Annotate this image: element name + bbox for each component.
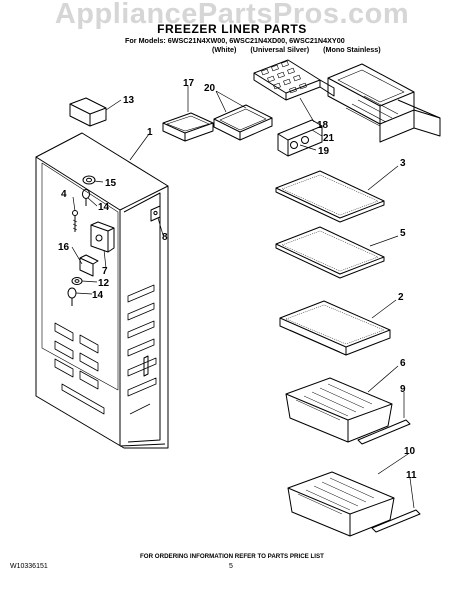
variant-mono-stainless: (Mono Stainless)	[323, 45, 381, 54]
callout-9: 9	[400, 384, 406, 395]
callout-12: 12	[98, 278, 110, 289]
callout-4: 4	[61, 189, 67, 200]
part-21-ice-bin	[277, 119, 323, 157]
part-16-control	[79, 254, 99, 277]
part-8-clip	[150, 205, 161, 222]
part-10-drawer	[287, 471, 395, 537]
callout-6: 6	[400, 358, 406, 369]
callout-16: 16	[58, 242, 70, 253]
ice-maker-assembly	[327, 63, 441, 143]
part-1-freezer-liner	[35, 132, 169, 449]
callout-1: 1	[147, 127, 153, 138]
part-5-glass-shelf	[275, 226, 385, 279]
footer-note: FOR ORDERING INFORMATION REFER TO PARTS …	[140, 553, 324, 560]
callout-21: 21	[323, 133, 335, 144]
callout-5: 5	[400, 228, 406, 239]
page-title: FREEZER LINER PARTS	[157, 22, 307, 36]
watermark: AppliancePartsPros.com	[54, 0, 410, 30]
part-14-bulb-lower	[67, 287, 77, 306]
callout-20: 20	[204, 83, 216, 94]
part-15-socket	[82, 175, 96, 185]
part-7-control-housing	[90, 221, 115, 253]
variants-line: (White) (Universal Silver) (Mono Stainle…	[212, 45, 393, 54]
callout-18: 18	[317, 120, 329, 131]
callout-17: 17	[183, 78, 195, 89]
part-4-screw	[72, 210, 78, 232]
callout-2: 2	[398, 292, 404, 303]
callout-14-lower: 14	[92, 290, 104, 301]
part-20-shelf-tray	[213, 104, 273, 141]
leader-lines	[71, 86, 415, 509]
callout-19: 19	[318, 146, 330, 157]
variant-white: (White)	[212, 45, 237, 54]
callout-labels: 13 1 15 4 14 8 16 7 12 14 17 20 18 21 19…	[58, 78, 417, 481]
part-6-drawer	[285, 377, 393, 443]
part-3-glass-shelf	[275, 170, 385, 223]
part-18-ice-tray	[253, 59, 335, 101]
part-11-trim	[371, 509, 421, 533]
callout-11: 11	[406, 470, 417, 481]
callout-15: 15	[105, 178, 117, 189]
callout-7: 7	[102, 266, 108, 277]
models-line: For Models: 6WSC21N4XW00, 6WSC21N4XD00, …	[125, 36, 345, 45]
callout-13: 13	[123, 95, 135, 106]
part-17-tray	[162, 112, 214, 142]
part-9-trim	[357, 419, 411, 445]
callout-14-upper: 14	[98, 202, 110, 213]
callout-3: 3	[400, 158, 406, 169]
page-number: 5	[229, 563, 233, 570]
part-2-shelf-frame	[279, 300, 391, 356]
doc-number: W10336151	[10, 563, 48, 570]
callout-10: 10	[404, 446, 416, 457]
part-13-bracket	[69, 97, 107, 127]
variant-universal-silver: (Universal Silver)	[250, 45, 310, 54]
part-14-bulb-upper	[82, 189, 90, 206]
callout-8: 8	[162, 232, 168, 243]
part-12-socket	[71, 277, 83, 285]
